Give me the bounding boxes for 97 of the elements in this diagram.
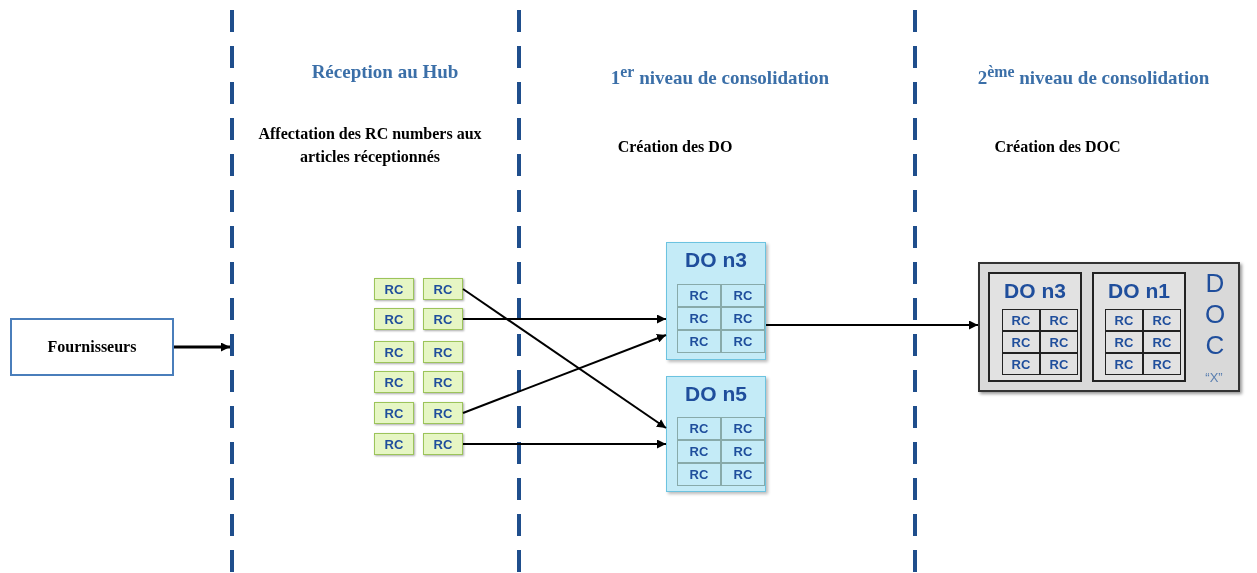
rc-cell (1040, 353, 1078, 375)
cell-label: RC (1151, 357, 1173, 372)
lane-heading: 1$^{er}$ niveau de consolidation (609, 62, 831, 90)
arrow (462, 314, 667, 324)
cell-label: RC (1048, 335, 1070, 350)
rc-tag (374, 341, 414, 363)
cell-label: RC (1113, 313, 1135, 328)
cell-label: RC (732, 311, 754, 326)
cell-label: RC (383, 437, 405, 452)
rc-cell (677, 284, 721, 307)
rc-tag (423, 402, 463, 424)
rc-cell (721, 330, 765, 353)
arrow (462, 288, 667, 429)
rc-cell (677, 307, 721, 330)
cell-label: RC (383, 406, 405, 421)
rc-cell (1143, 309, 1181, 331)
container-title: DO n5 (684, 382, 748, 406)
arrow (462, 439, 667, 449)
do-container (988, 272, 1082, 382)
doc-container (978, 262, 1240, 392)
rc-tag (423, 278, 463, 300)
cell-label: RC (732, 444, 754, 459)
cell-label: RC (1048, 313, 1070, 328)
cell-label: RC (383, 312, 405, 327)
cell-label: RC (432, 406, 454, 421)
node-label: Fournisseurs (46, 338, 138, 356)
cell-label: RC (732, 421, 754, 436)
cell-label: RC (383, 282, 405, 297)
rc-tag (423, 371, 463, 393)
rc-cell (721, 284, 765, 307)
cell-label: RC (432, 375, 454, 390)
lane-subheading: Affectation des RC numbers aux articles réceptionnés (257, 124, 483, 168)
rc-cell (1040, 331, 1078, 353)
arrow (174, 342, 230, 352)
cell-label: RC (732, 467, 754, 482)
rc-cell (1105, 353, 1143, 375)
cell-label: RC (1151, 313, 1173, 328)
rc-tag (423, 433, 463, 455)
cell-label: RC (688, 311, 710, 326)
cell-label: RC (688, 288, 710, 303)
cell-label: RC (383, 375, 405, 390)
rc-cell (1143, 353, 1181, 375)
cell-label: RC (1113, 357, 1135, 372)
cell-label: RC (1113, 335, 1135, 350)
rc-cell (721, 307, 765, 330)
rc-cell (721, 463, 765, 486)
rc-tag (374, 371, 414, 393)
container-note: “X” (1204, 370, 1224, 385)
lane-subheading: Création des DO (616, 137, 734, 157)
rc-tag (423, 308, 463, 330)
cell-label: RC (432, 282, 454, 297)
container-title: DO n3 (684, 248, 748, 272)
rc-cell (1002, 309, 1040, 331)
rc-cell (1143, 331, 1181, 353)
rc-cell (1105, 331, 1143, 353)
supplier-box (10, 318, 174, 376)
cell-label: RC (1010, 313, 1032, 328)
lane-heading: Réception au Hub (310, 60, 460, 83)
cell-label: RC (688, 444, 710, 459)
rc-cell (677, 440, 721, 463)
rc-cell (721, 417, 765, 440)
container-title: DO n3 (1003, 279, 1067, 303)
rc-cell (1002, 353, 1040, 375)
rc-cell (1040, 309, 1078, 331)
rc-cell (677, 417, 721, 440)
do-container (1092, 272, 1186, 382)
cell-label: RC (688, 421, 710, 436)
cell-label: RC (432, 437, 454, 452)
cell-label: RC (432, 345, 454, 360)
rc-cell (721, 440, 765, 463)
cell-label: RC (1010, 335, 1032, 350)
cell-label: RC (1151, 335, 1173, 350)
cell-label: RC (732, 288, 754, 303)
arrow (462, 334, 667, 414)
arrow (765, 320, 979, 330)
cell-label: RC (732, 334, 754, 349)
do-container (666, 242, 766, 360)
lane-subheading: Création des DOC (993, 137, 1122, 157)
cell-label: RC (383, 345, 405, 360)
cell-label: RC (688, 467, 710, 482)
rc-tag (374, 402, 414, 424)
cell-label: RC (1048, 357, 1070, 372)
rc-tag (374, 278, 414, 300)
rc-tag (374, 433, 414, 455)
lane-heading: 2$^{ème}$ niveau de consolidation (976, 62, 1211, 90)
rc-tag (374, 308, 414, 330)
container-title: DO n1 (1107, 279, 1171, 303)
cell-label: RC (1010, 357, 1032, 372)
container-title: DOC (1203, 268, 1227, 361)
do-container (666, 376, 766, 492)
rc-cell (677, 463, 721, 486)
rc-cell (1002, 331, 1040, 353)
rc-cell (677, 330, 721, 353)
rc-cell (1105, 309, 1143, 331)
cell-label: RC (432, 312, 454, 327)
cell-label: RC (688, 334, 710, 349)
rc-tag (423, 341, 463, 363)
